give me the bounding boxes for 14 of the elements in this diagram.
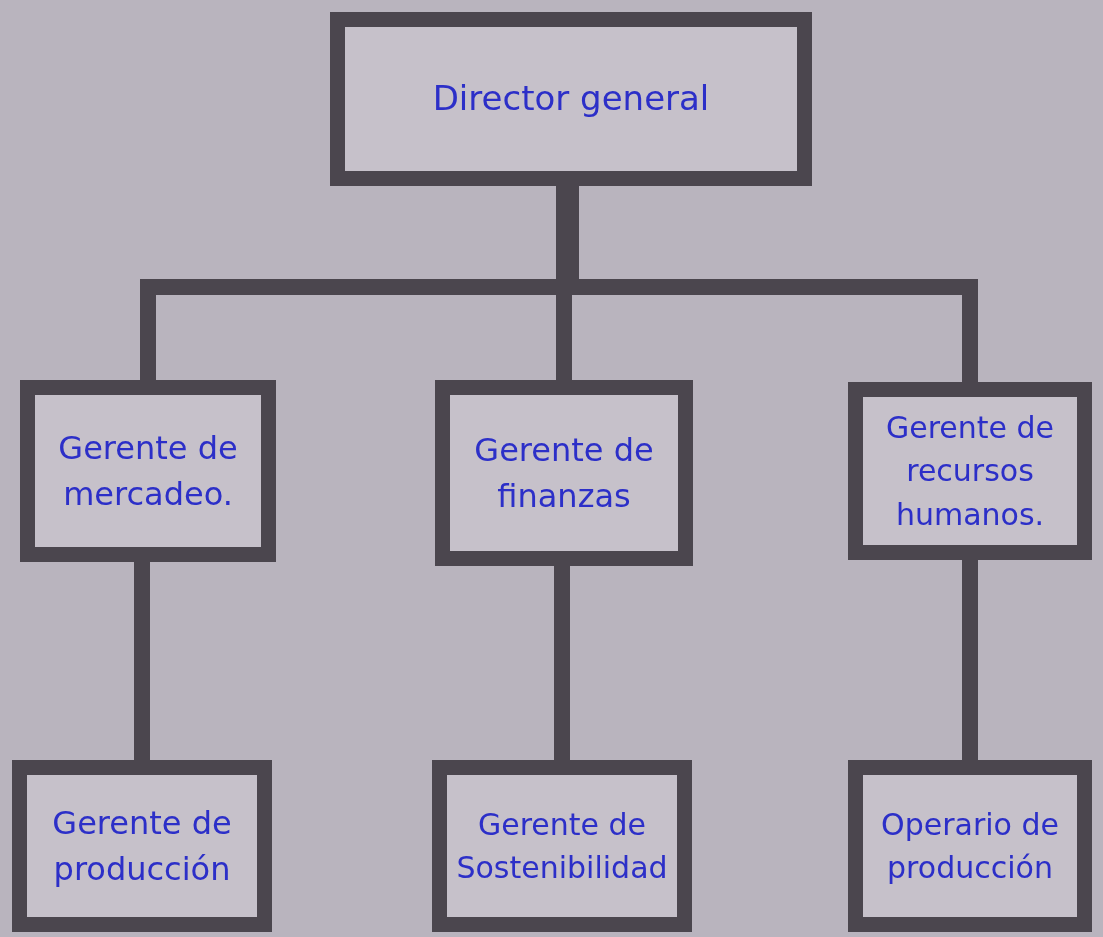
role-title: Gerente de Sostenibilidad bbox=[456, 805, 668, 887]
role-box bbox=[435, 380, 693, 566]
role-title: Director general bbox=[432, 77, 710, 121]
role-box bbox=[848, 382, 1092, 560]
role-box bbox=[432, 760, 692, 932]
role-box bbox=[848, 760, 1092, 932]
role-title: Gerente de recursos humanos. bbox=[884, 408, 1056, 534]
role-title: Gerente de mercadeo. bbox=[57, 427, 239, 515]
role-title: Operario de producción bbox=[880, 805, 1060, 887]
role-title: Gerente de finanzas bbox=[473, 429, 655, 517]
role-box bbox=[12, 760, 272, 932]
role-box bbox=[20, 380, 276, 562]
role-box bbox=[330, 12, 812, 186]
role-title: Gerente de producción bbox=[51, 802, 233, 890]
